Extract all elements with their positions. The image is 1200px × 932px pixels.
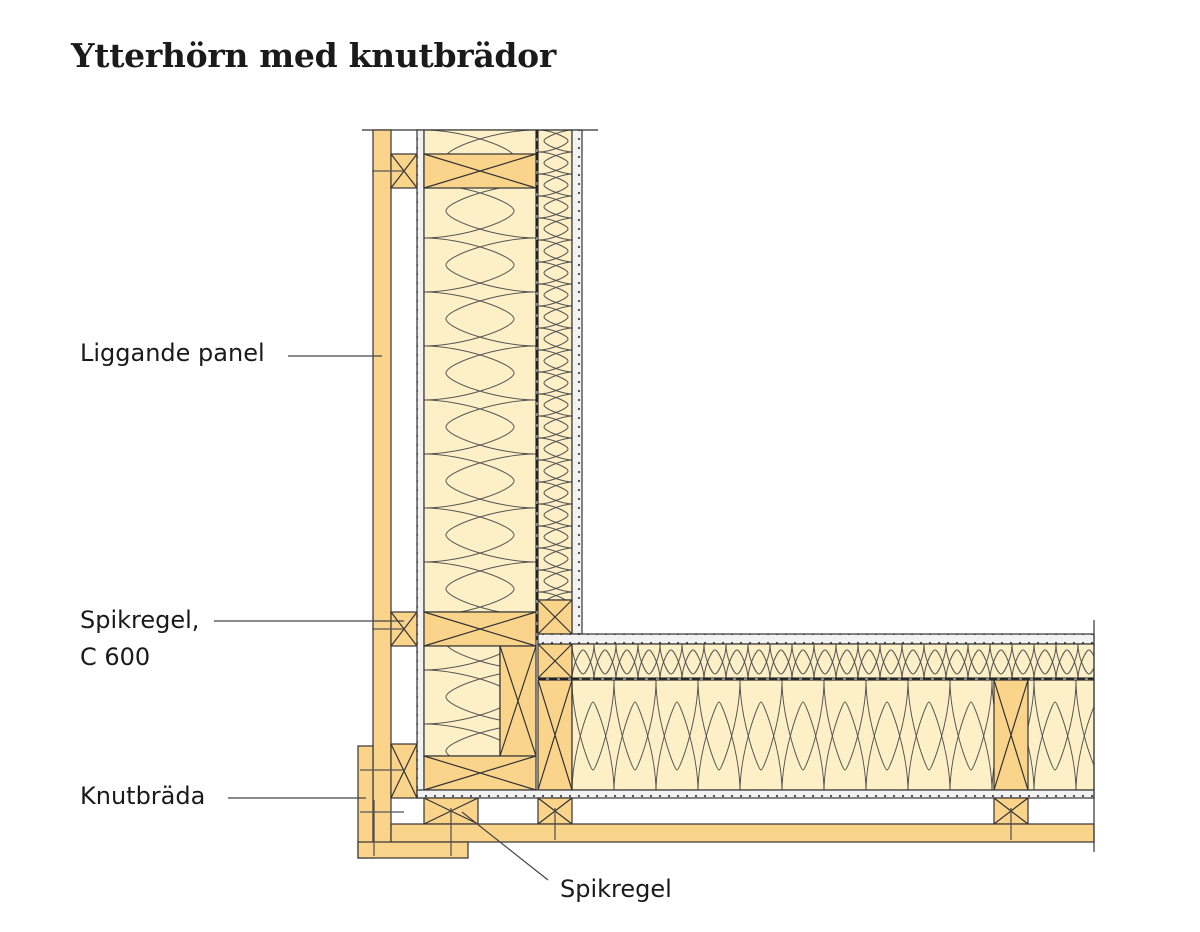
label-spikregel-c600-line2: C 600 (80, 643, 151, 671)
label-spikregel: Spikregel (560, 875, 672, 903)
wind-board-horizontal (416, 789, 1095, 799)
label-knutbrada: Knutbräda (80, 782, 206, 810)
spikregel-vertical (390, 153, 418, 799)
spikregel-horizontal (423, 797, 1029, 825)
insulation-vertical (423, 129, 537, 613)
liggande-panel (372, 129, 392, 851)
knutbrada-horizontal (357, 841, 469, 859)
nails (360, 170, 1012, 856)
insulation-inner-horizontal (571, 643, 1095, 679)
label-liggande-panel: Liggande panel (80, 339, 265, 367)
drawing-title: Ytterhörn med knutbrädor (71, 36, 556, 75)
leader-lines (214, 355, 549, 881)
label-spikregel-c600-line1: Spikregel, (80, 606, 200, 634)
insulation-corner (423, 645, 501, 757)
wind-board-vertical (416, 129, 425, 799)
knutbrada-vertical (357, 745, 374, 859)
gypsum-horizontal (537, 633, 1095, 645)
gypsum-vertical (571, 129, 583, 635)
insulation-inner-vertical (537, 129, 573, 601)
